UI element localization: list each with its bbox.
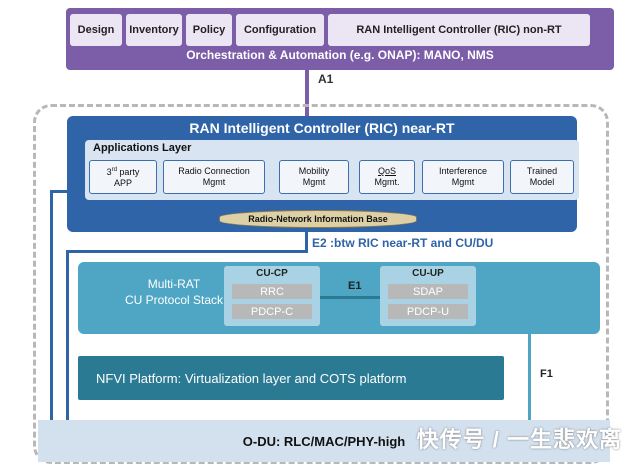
- ric-non-rt-box: RAN Intelligent Controller (RIC) non-RT: [328, 14, 590, 46]
- pdcp-u-box: PDCP-U: [388, 304, 468, 319]
- a1-label: A1: [318, 72, 334, 86]
- cu-title: Multi-RAT CU Protocol Stack: [124, 277, 224, 307]
- pdcp-c-box: PDCP-C: [232, 304, 312, 319]
- o-du-block: O-DU: RLC/MAC/PHY-high: [38, 420, 610, 462]
- e2-horizontal: [66, 250, 308, 253]
- orchestration-block: Design Inventory Policy Configuration RA…: [66, 8, 614, 70]
- ric-near-rt: RAN Intelligent Controller (RIC) near-RT…: [67, 116, 579, 232]
- e2-label: E2 :btw RIC near-RT and CU/DU: [312, 236, 494, 250]
- inventory-box: Inventory: [126, 14, 182, 46]
- f1-connector: [528, 334, 531, 422]
- cu-cp-title: CU-CP: [256, 268, 288, 279]
- rrc-box: RRC: [232, 284, 312, 299]
- cu-protocol-stack: Multi-RAT CU Protocol Stack CU-CP RRC PD…: [78, 262, 600, 334]
- left-e2-stub: [50, 190, 68, 193]
- policy-box: Policy: [186, 14, 232, 46]
- ric-near-rt-title: RAN Intelligent Controller (RIC) near-RT: [189, 120, 455, 136]
- configuration-box: Configuration: [236, 14, 324, 46]
- a1-connector: [305, 70, 309, 116]
- sdap-box: SDAP: [388, 284, 468, 299]
- applications-layer-title: Applications Layer: [93, 142, 192, 154]
- nfvi-platform: NFVI Platform: Virtualization layer and …: [78, 356, 504, 400]
- cu-cp-box: CU-CP RRC PDCP-C: [224, 266, 320, 326]
- e1-label: E1: [348, 280, 362, 292]
- left-e2-line: [50, 190, 53, 422]
- cu-up-box: CU-UP SDAP PDCP-U: [380, 266, 476, 326]
- e1-connector: [320, 296, 380, 299]
- f1-label: F1: [540, 368, 553, 380]
- radio-network-information-base: Radio-Network Information Base: [219, 210, 417, 228]
- cu-up-title: CU-UP: [412, 268, 444, 279]
- e2-down-line: [66, 250, 69, 422]
- e2-connector: [305, 232, 308, 252]
- watermark-text: 快传号 / 一生悲欢离: [416, 427, 622, 452]
- orchestration-title: Orchestration & Automation (e.g. ONAP): …: [186, 48, 494, 62]
- design-box: Design: [70, 14, 122, 46]
